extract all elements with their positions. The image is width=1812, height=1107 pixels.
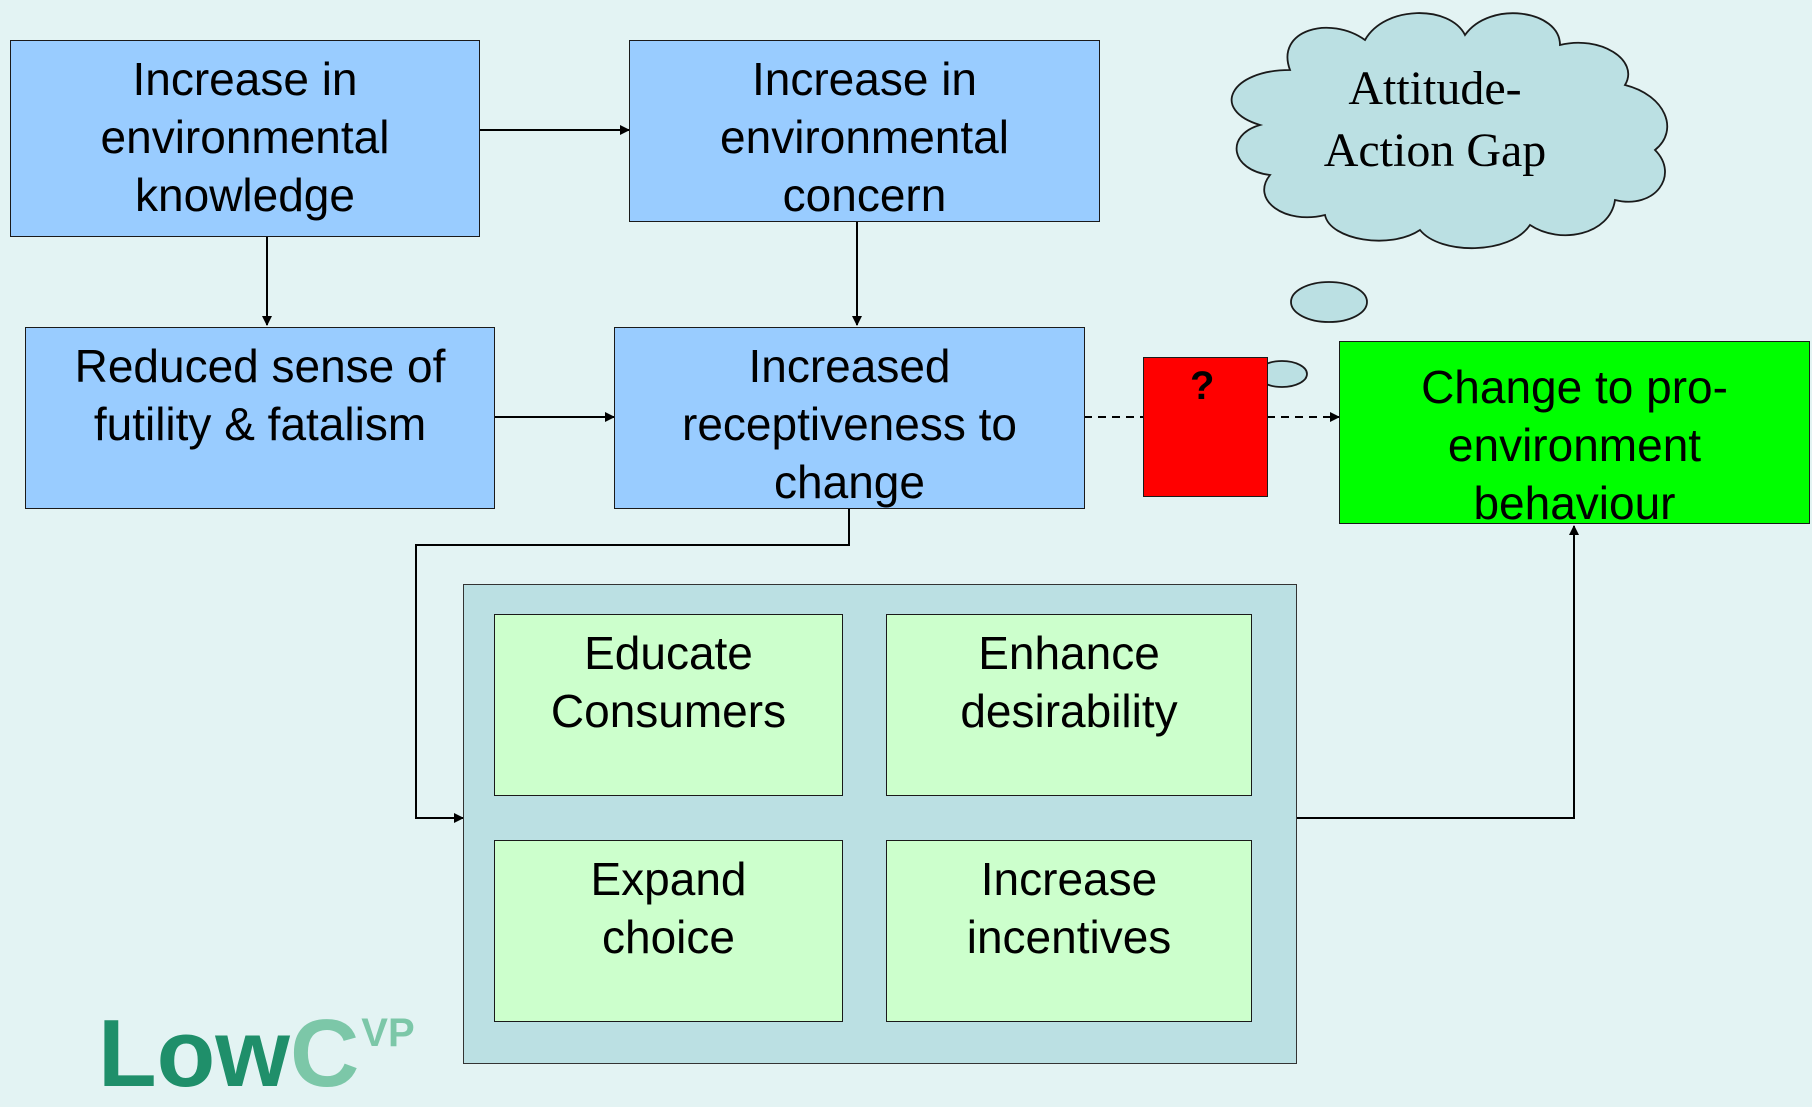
thought-bubble-large [1290,281,1368,323]
box-futility-label: Reduced sense of futility & fatalism [74,340,446,450]
box-educate-label: Educate Consumers [550,627,787,737]
logo-text-accent: C [289,1000,360,1107]
lowcvp-logo: LowCVP [98,985,415,1102]
box-knowledge: Increase in environmental knowledge [10,40,480,237]
box-futility: Reduced sense of futility & fatalism [25,327,495,509]
box-incentives: Increase incentives [886,840,1252,1022]
thought-cloud [1228,12,1669,441]
box-expand: Expand choice [494,840,843,1022]
box-incentives-label: Increase incentives [966,853,1172,963]
box-receptiveness-label: Increased receptiveness to change [682,340,1017,508]
box-behaviour: Change to pro- environment behaviour [1339,341,1810,529]
box-concern: Increase in environmental concern [629,40,1100,222]
arrow-interventions-to-behaviour [1296,525,1579,819]
box-enhance-label: Enhance desirability [960,627,1178,737]
box-concern-label: Increase in environmental concern [720,53,1009,221]
box-educate: Educate Consumers [494,614,843,796]
cloud-label: Attitude- Action Gap [1323,62,1547,177]
box-expand-label: Expand choice [590,853,747,963]
diagram-connectors [262,12,1669,823]
box-knowledge-label: Increase in environmental knowledge [100,53,390,221]
box-barrier [1143,357,1268,497]
box-behaviour-label: Change to pro- environment behaviour [1421,361,1728,529]
box-receptiveness: Increased receptiveness to change [614,327,1085,509]
arrow-receptiveness-to-interventions [415,507,850,823]
logo-text-super: VP [361,1011,415,1055]
logo-text-main: Low [98,1000,290,1107]
box-enhance: Enhance desirability [886,614,1252,796]
barrier-question-mark: ? [1190,364,1215,408]
